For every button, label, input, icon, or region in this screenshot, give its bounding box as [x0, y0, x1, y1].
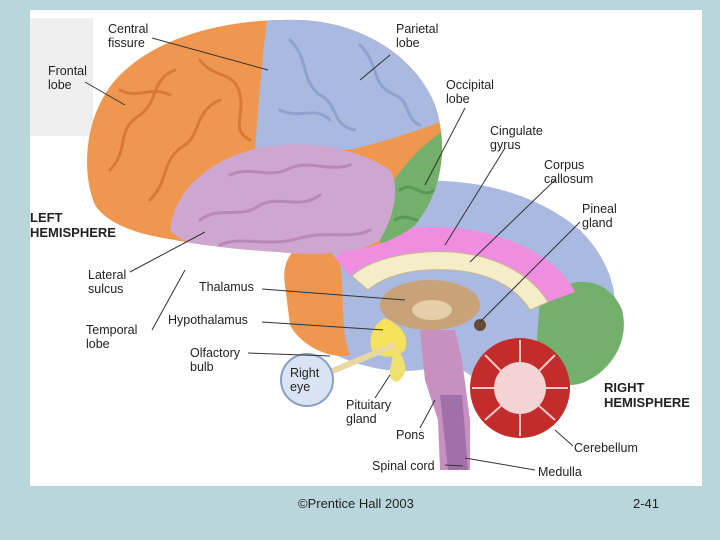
label-cingulate-gyrus: Cingulate gyrus — [490, 124, 543, 152]
pineal-gland — [474, 319, 486, 331]
cingulate-gyrus — [335, 227, 575, 302]
gyri-folds — [108, 38, 442, 247]
label-pons: Pons — [396, 428, 425, 442]
label-lateral-sulcus: Lateral sulcus — [88, 268, 127, 296]
label-pituitary-gland: Pituitary gland — [346, 398, 392, 426]
label-right-eye: Right eye — [290, 366, 320, 394]
label-pineal-gland: Pineal gland — [582, 202, 617, 230]
medulla-shape — [440, 395, 468, 470]
brain-diagram — [30, 18, 624, 471]
slide-panel: Central fissure Parietal lobe Frontal lo… — [30, 10, 702, 486]
label-corpus-callosum: Corpus callosum — [544, 158, 594, 186]
left-hemisphere-shape — [87, 19, 443, 254]
label-medulla: Medulla — [538, 465, 582, 479]
label-hypothalamus: Hypothalamus — [168, 313, 248, 327]
background-square — [30, 18, 93, 136]
slide-number: 2-41 — [633, 496, 660, 511]
label-olfactory-bulb: Olfactory bulb — [190, 346, 241, 374]
label-thalamus: Thalamus — [199, 280, 254, 294]
right-eye — [280, 353, 334, 407]
pituitary-gland — [389, 345, 406, 382]
label-left-hemisphere: LEFT HEMISPHERE — [30, 210, 116, 240]
optic-nerve — [328, 342, 397, 375]
label-temporal-lobe: Temporal lobe — [86, 323, 138, 351]
label-occipital-lobe: Occipital lobe — [446, 78, 494, 106]
corpus-callosum — [351, 251, 549, 311]
label-cerebellum: Cerebellum — [574, 441, 638, 455]
medial-frontal-region — [284, 241, 350, 356]
label-central-fissure: Central fissure — [108, 22, 149, 50]
label-frontal-lobe: Frontal lobe — [48, 64, 87, 92]
hypothalamus — [370, 318, 407, 357]
footer-copyright: ©Prentice Hall 2003 — [298, 496, 414, 511]
label-parietal-lobe: Parietal lobe — [396, 22, 439, 50]
label-right-hemisphere: RIGHT HEMISPHERE — [604, 380, 690, 410]
cerebellum-core — [494, 362, 546, 414]
label-spinal-cord: Spinal cord — [372, 459, 435, 473]
cerebellum-folds — [472, 340, 568, 436]
thalamus-highlight — [412, 300, 452, 320]
right-hemisphere-shape — [284, 180, 624, 470]
leader-lines — [84, 37, 581, 471]
